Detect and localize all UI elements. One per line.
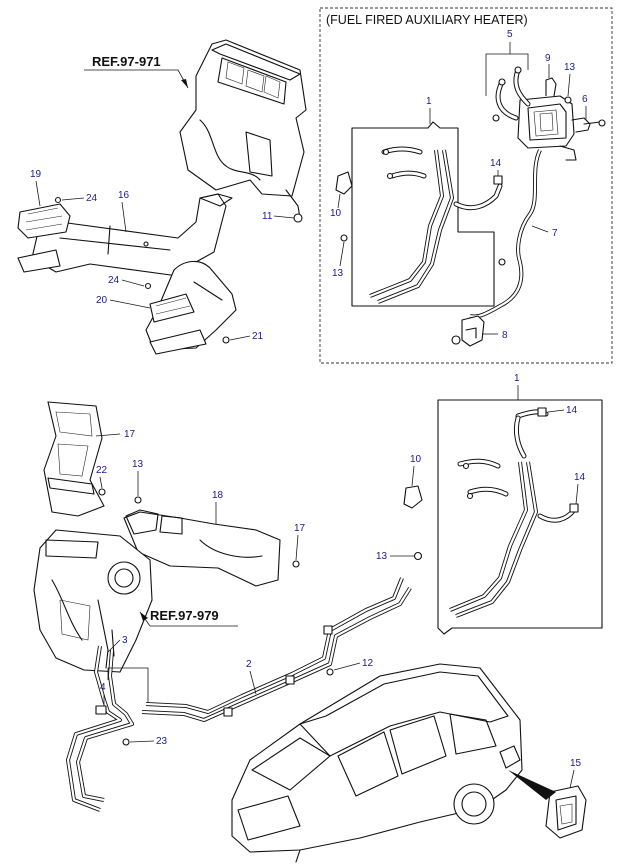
callout-7: 7	[552, 228, 558, 239]
callout-16: 16	[118, 190, 130, 201]
heater-dashed-border	[319, 7, 613, 364]
vehicle-outline	[231, 663, 523, 863]
part-7-pipe	[469, 149, 542, 319]
ref-label-lower: REF.97-979	[150, 608, 219, 623]
callout-22: 22	[96, 465, 108, 476]
callout-3: 3	[122, 635, 128, 646]
callout-24-lower: 24	[108, 275, 120, 286]
callout-23: 23	[156, 736, 168, 747]
hose-kit-box-lower	[437, 399, 603, 635]
callout-18: 18	[212, 490, 224, 501]
callout-13-left: 13	[132, 459, 144, 470]
callout-10-upper: 10	[330, 208, 342, 219]
hose-kit-box-upper	[351, 121, 495, 307]
part-2-pipe	[141, 577, 412, 722]
callout-13-lower: 13	[376, 551, 388, 562]
callout-10-lower: 10	[410, 454, 422, 465]
part-20-duct	[145, 260, 237, 355]
part-5-hoses	[495, 66, 531, 121]
lower-hose-kit: 1 14 10 14 13	[376, 373, 603, 635]
callout-24-upper: 24	[86, 193, 98, 204]
callout-9: 9	[545, 53, 551, 64]
hvac-housing-upper	[179, 39, 307, 223]
callout-21: 21	[252, 331, 264, 342]
callout-14-lower-top: 14	[566, 405, 578, 416]
ref-label-upper: REF.97-971	[92, 54, 161, 69]
callout-20: 20	[96, 295, 108, 306]
callout-13-heater: 13	[564, 62, 576, 73]
callout-1-upper: 1	[426, 96, 432, 107]
part-8-bracket	[451, 315, 485, 347]
callout-15: 15	[570, 758, 582, 769]
callout-1-lower: 1	[514, 373, 520, 384]
lower-left-assembly: REF.97-979 17 22 13 18	[33, 401, 412, 812]
part-16-duct	[31, 193, 233, 277]
callout-6: 6	[582, 94, 588, 105]
hvac-housing-lower	[33, 529, 153, 673]
callout-17-right: 17	[294, 523, 306, 534]
upper-clamp-10	[335, 171, 353, 195]
callout-13-upper: 13	[332, 268, 344, 279]
callout-17-top: 17	[124, 429, 136, 440]
heater-section-title: (FUEL FIRED AUXILIARY HEATER)	[326, 13, 528, 27]
upper-hose-kit	[335, 146, 503, 304]
lower-clamp-10	[403, 485, 423, 509]
part-18-duct	[123, 509, 281, 587]
callout-19: 19	[30, 169, 42, 180]
upper-duct-assembly: REF.97-971 19 24 16	[17, 39, 307, 355]
part-15-fuel-door	[508, 770, 587, 839]
auxiliary-heater-section: (FUEL FIRED AUXILIARY HEATER)	[319, 7, 613, 364]
callout-12: 12	[362, 658, 374, 669]
part-19-duct	[17, 203, 71, 273]
callout-14-lower-side: 14	[574, 472, 586, 483]
callout-2: 2	[246, 659, 252, 670]
part-3-4-pipes	[66, 645, 134, 812]
part-17-duct	[43, 401, 105, 517]
callout-8: 8	[502, 330, 508, 341]
callout-5: 5	[507, 29, 513, 40]
callout-14-upper: 14	[490, 158, 502, 169]
fuel-heater-unit	[492, 77, 606, 161]
callout-11: 11	[262, 211, 273, 222]
callout-4: 4	[100, 682, 106, 693]
